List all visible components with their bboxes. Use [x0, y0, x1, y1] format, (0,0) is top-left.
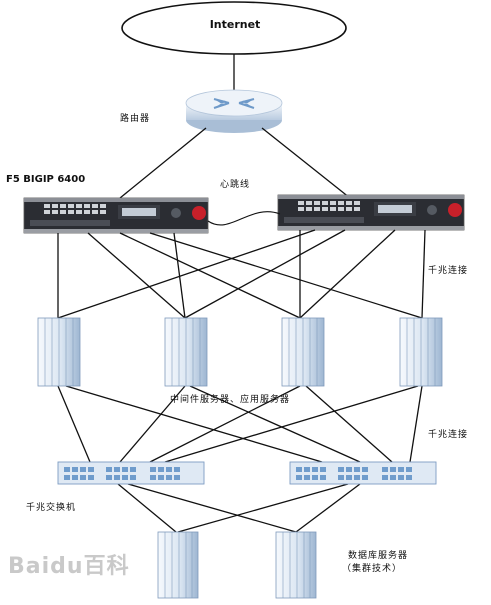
links-lb-to-app-servers	[57, 229, 426, 319]
db-server-1	[157, 531, 199, 599]
app-servers-label: 中间件服务器、应用服务器	[170, 395, 291, 405]
gigabit-link-label-top: 千兆连接	[428, 266, 469, 276]
links-app-servers-to-switches	[57, 385, 423, 463]
gigabit-switch-2	[289, 461, 437, 485]
gigabit-switch-1	[57, 461, 205, 485]
links-switches-to-db	[117, 483, 361, 533]
internet-label: Internet	[209, 18, 261, 31]
router-label: 路由器	[120, 114, 151, 124]
heartbeat-label: 心跳线	[220, 180, 251, 190]
baidu-watermark: Baidu百科	[8, 554, 130, 579]
load-balancer-label: F5 BIGIP 6400	[6, 174, 86, 185]
gigabit-link-label-mid: 千兆连接	[428, 430, 469, 440]
db-servers-cluster-label: （集群技术）	[342, 564, 403, 574]
load-balancer-1	[23, 197, 209, 234]
db-server-2	[275, 531, 317, 599]
db-servers-label: 数据库服务器	[348, 551, 409, 561]
gigabit-switch-label: 千兆交换机	[26, 503, 77, 513]
link-router-lb2	[261, 127, 351, 199]
app-server-4	[399, 317, 443, 387]
app-server-2	[164, 317, 208, 387]
heartbeat-cable	[207, 211, 281, 226]
link-router-lb1	[119, 127, 207, 199]
app-server-3	[281, 317, 325, 387]
load-balancer-2	[277, 194, 465, 231]
router-icon	[185, 89, 283, 133]
app-server-1	[37, 317, 81, 387]
